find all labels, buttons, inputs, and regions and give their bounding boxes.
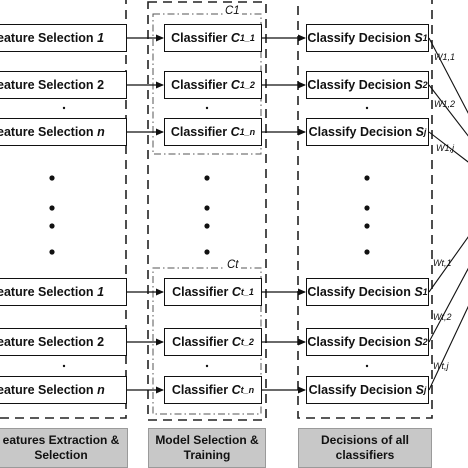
feature-selection-node: eature Selection 2 <box>0 71 127 99</box>
weight-line-4 <box>428 236 468 293</box>
weight-label: Wt,1 <box>433 258 452 268</box>
group-label-c1: C1 <box>223 5 242 17</box>
weight-label: Wt,j <box>433 361 449 371</box>
weight-label: W1,2 <box>434 99 456 109</box>
feature-selection-node: eature Selection 2 <box>0 328 127 356</box>
weight-label: Wt,2 <box>433 312 452 322</box>
model-column-frame <box>147 1 267 421</box>
weight-line-6 <box>428 305 468 391</box>
weight-line-1 <box>428 37 468 114</box>
weight-line-5 <box>428 267 468 343</box>
decisions-column-frame <box>297 0 433 419</box>
footer-model: Model Selection & Training <box>148 428 266 468</box>
weight-label: W1,j <box>436 143 454 153</box>
feature-selection-node: eature Selection n <box>0 376 127 404</box>
weight-line-2 <box>428 84 468 137</box>
footer-features: eatures Extraction & Selection <box>0 428 128 468</box>
ellipsis-dots <box>49 106 370 368</box>
feature-selection-node: eature Selection 1 <box>0 24 127 52</box>
features-column-frame <box>0 0 127 419</box>
feature-selection-node: eature Selection 1 <box>0 278 127 306</box>
group-label-ct: Ct <box>225 259 241 271</box>
weight-line-3 <box>428 131 468 163</box>
feature-selection-node: eature Selection n <box>0 118 127 146</box>
footer-decisions: Decisions of all classifiers <box>298 428 432 468</box>
weight-label: W1,1 <box>434 52 456 62</box>
